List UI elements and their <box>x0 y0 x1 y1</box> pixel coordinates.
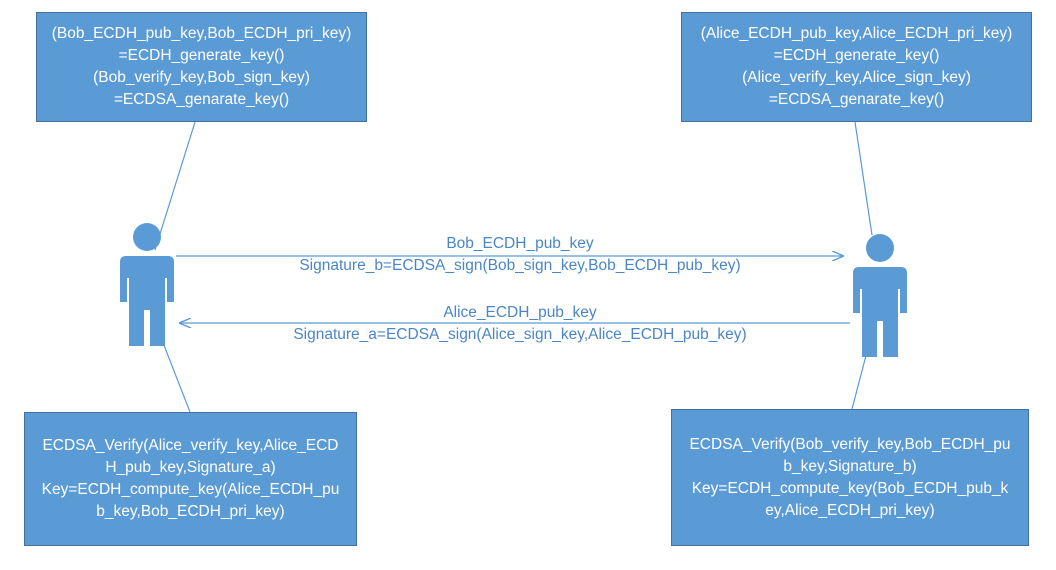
bob-verify-line-1: ECDSA_Verify(Alice_verify_key,Alice_ECD <box>42 437 339 454</box>
message-bob-to-alice-line-1: Bob_ECDH_pub_key <box>446 235 594 252</box>
alice-keys-line-4: =ECDSA_genarate_key() <box>768 91 945 108</box>
alice-keys-line-2: =ECDH_generate_key() <box>773 47 940 64</box>
alice-verify-line-4: ey,Alice_ECDH_pri_key) <box>765 501 935 519</box>
message-bob-to-alice-line-2: Signature_b=ECDSA_sign(Bob_sign_key,Bob_… <box>299 257 741 274</box>
bob-person-icon <box>120 223 174 346</box>
message-alice-to-bob: Alice_ECDH_pub_key Signature_a=ECDSA_sig… <box>240 302 800 346</box>
alice-verify-box: ECDSA_Verify(Bob_verify_key,Bob_ECDH_pu … <box>671 409 1029 546</box>
alice-key-generation-box: (Alice_ECDH_pub_key,Alice_ECDH_pri_key) … <box>681 12 1032 122</box>
bob-keys-connector <box>154 121 196 251</box>
bob-verify-line-2: H_pub_key,Signature_a) <box>105 459 276 476</box>
alice-verify-connector <box>851 347 869 410</box>
bob-verify-box: ECDSA_Verify(Alice_verify_key,Alice_ECD … <box>24 412 357 546</box>
alice-person-icon <box>853 234 907 357</box>
message-alice-to-bob-line-2: Signature_a=ECDSA_sign(Alice_sign_key,Al… <box>293 326 747 343</box>
bob-keys-line-4: =ECDSA_genarate_key() <box>113 91 290 108</box>
message-alice-to-bob-line-1: Alice_ECDH_pub_key <box>443 304 597 321</box>
bob-verify-connector <box>159 334 191 413</box>
alice-verify-line-1: ECDSA_Verify(Bob_verify_key,Bob_ECDH_pu <box>689 435 1011 453</box>
bob-keys-line-3: (Bob_verify_key,Bob_sign_key) <box>93 69 310 86</box>
message-bob-to-alice: Bob_ECDH_pub_key Signature_b=ECDSA_sign(… <box>240 233 800 277</box>
bob-keys-line-1: (Bob_ECDH_pub_key,Bob_ECDH_pri_key) <box>51 25 352 42</box>
bob-keys-line-2: =ECDH_generate_key() <box>118 47 285 64</box>
alice-keys-line-3: (Alice_verify_key,Alice_sign_key) <box>742 69 971 86</box>
bob-verify-line-4: b_key,Bob_ECDH_pri_key) <box>96 503 285 520</box>
alice-verify-line-2: b_key,Signature_b) <box>783 457 917 475</box>
alice-keys-line-1: (Alice_ECDH_pub_key,Alice_ECDH_pri_key) <box>700 25 1013 42</box>
alice-verify-line-3: Key=ECDH_compute_key(Bob_ECDH_pub_k <box>691 479 1009 497</box>
bob-verify-line-3: Key=ECDH_compute_key(Alice_ECDH_pu <box>41 481 340 498</box>
alice-keys-connector <box>854 121 873 236</box>
bob-key-generation-box: (Bob_ECDH_pub_key,Bob_ECDH_pri_key) =ECD… <box>36 12 367 122</box>
